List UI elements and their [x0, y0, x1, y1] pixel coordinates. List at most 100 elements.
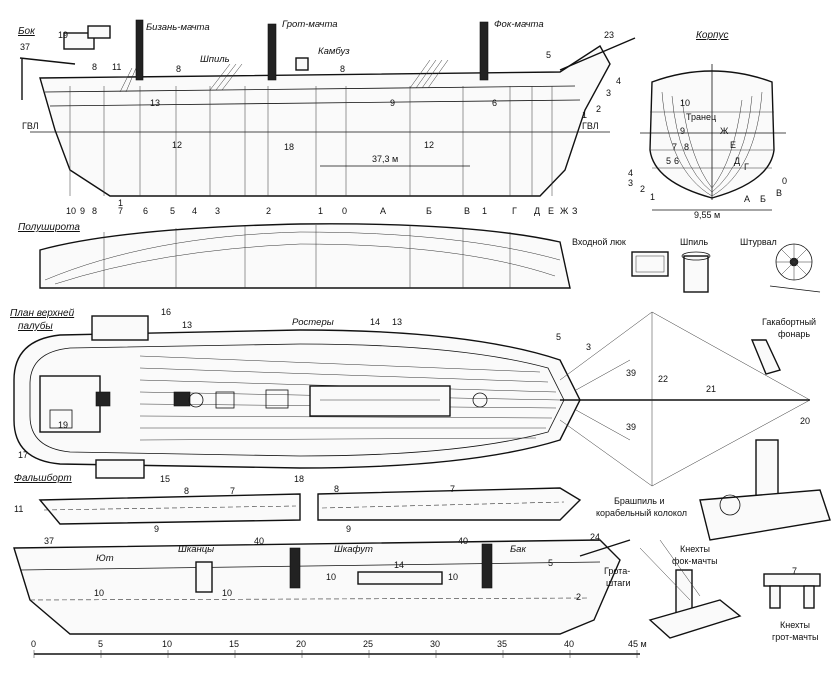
section-A: А: [744, 194, 750, 204]
fore-mast: [479, 21, 489, 81]
scale-tick-30: 30: [430, 639, 440, 649]
section-1: 1: [650, 192, 655, 202]
waterline-label-left: ГВЛ: [22, 121, 39, 131]
forecastle-label: Бак: [510, 544, 526, 555]
capstan-top: [681, 251, 711, 261]
bulwark-callout-9a: 9: [154, 524, 159, 534]
svg-text:7: 7: [118, 206, 123, 216]
capstan-detail-label: Шпиль: [680, 237, 708, 247]
detail-items: Входной люк Шпиль Штурвал Гакабортный фо…: [572, 237, 821, 375]
side-hull: [39, 45, 611, 197]
section-curves: [650, 91, 774, 197]
deck-callout-39a: 39: [626, 368, 636, 378]
bulwark-callout-8b: 8: [334, 484, 339, 494]
main-mast: [267, 23, 277, 81]
section-0: 0: [782, 176, 787, 186]
svg-text:1: 1: [482, 206, 487, 216]
section-10: 10: [680, 98, 690, 108]
profile-deck: [19, 561, 601, 571]
profile-callout-24: 24: [590, 532, 600, 542]
hatch-2: [215, 391, 235, 409]
callout-8c: 8: [340, 64, 345, 74]
svg-text:4: 4: [192, 206, 197, 216]
half-breadth-view: Полуширота: [18, 222, 571, 289]
deck-callout-39b: 39: [626, 422, 636, 432]
svg-text:5: 5: [170, 206, 175, 216]
windlass-base: [699, 489, 831, 541]
windlass-detail: Брашпиль и корабельный колокол: [596, 439, 831, 541]
deck-plan-title-2: палубы: [18, 320, 53, 332]
svg-text:8: 8: [92, 206, 97, 216]
boat-port-aft: [91, 315, 149, 341]
svg-text:9: 9: [80, 206, 85, 216]
section-3: 3: [628, 178, 633, 188]
svg-text:Б: Б: [426, 206, 432, 216]
section-V: В: [776, 188, 782, 198]
main-mast-label: Грот-мачта: [282, 19, 338, 30]
hatch-aft: [95, 391, 111, 407]
deck-callout-21: 21: [706, 384, 716, 394]
lantern-label-2: фонарь: [778, 329, 810, 339]
booms-label: Ростеры: [292, 317, 334, 328]
svg-text:А: А: [380, 206, 386, 216]
scale-tick-0: 0: [31, 639, 36, 649]
hatch-label: Входной люк: [572, 237, 626, 247]
svg-text:Д: Д: [534, 206, 540, 216]
bulwark-callout-7a: 7: [230, 486, 235, 496]
fore-bitts-label-2: фок-мачты: [672, 556, 718, 566]
svg-text:Г: Г: [512, 206, 517, 216]
main-bitts-label-1: Кнехты: [780, 620, 810, 630]
callout-2: 2: [596, 104, 601, 114]
scale-tick-20: 20: [296, 639, 306, 649]
svg-text:3: 3: [215, 206, 220, 216]
bitts-details: Грота- штаги Кнехты фок-мачты 7 Кнехты г…: [604, 539, 821, 642]
deck-callout-16: 16: [161, 307, 171, 317]
callout-9: 9: [390, 98, 395, 108]
section-B: Б: [760, 194, 766, 204]
lantern-drawing: [750, 339, 781, 375]
waist-label: Шкафут: [334, 544, 373, 555]
bulwark-callout-9b: 9: [346, 524, 351, 534]
main-bitts-crossbar: [763, 573, 821, 587]
profile-callout-40b: 40: [458, 536, 468, 546]
scale-tick-5: 5: [98, 639, 103, 649]
section-E: Е: [730, 140, 736, 150]
deck-outline: [13, 329, 581, 469]
callout-3: 3: [606, 88, 611, 98]
callout-18: 18: [284, 142, 294, 152]
profile-callout-10c: 10: [326, 572, 336, 582]
section-4: 4: [628, 168, 633, 178]
length-label: 37,3 м: [372, 154, 398, 164]
profile-capstan: [195, 561, 213, 593]
callout-11: 11: [112, 62, 121, 72]
profile-callout-5: 5: [548, 558, 553, 568]
deck-callout-5: 5: [556, 332, 561, 342]
bulwark-title: Фальшборт: [14, 472, 72, 484]
sheer-line: [44, 85, 576, 93]
svg-text:Ж: Ж: [560, 206, 569, 216]
callout-23: 23: [604, 30, 614, 40]
scale-tick-10: 10: [162, 639, 172, 649]
side-view-title: Бок: [18, 26, 36, 37]
half-breadth-line-2: [54, 243, 556, 285]
section-8: 8: [684, 142, 689, 152]
hatch-3: [265, 389, 289, 409]
profile-callout-40a: 40: [254, 536, 264, 546]
profile-callout-14: 14: [394, 560, 404, 570]
deck-boat: [309, 385, 451, 417]
section-6: 6: [674, 156, 679, 166]
callout-8b: 8: [176, 64, 181, 74]
deck-callout-13a: 13: [182, 320, 192, 330]
bulwark-callout-7b: 7: [450, 484, 455, 494]
wheel-spokes: [776, 244, 812, 280]
body-plan-title: Корпус: [696, 30, 729, 41]
hatch-1: [173, 391, 191, 407]
scale-bar: 0 5 10 15 20 25 30 35 40 45 м: [31, 639, 647, 658]
deck-callout-17: 17: [18, 450, 28, 460]
scale-tick-15: 15: [229, 639, 239, 649]
section-2: 2: [640, 184, 645, 194]
deck-callout-18: 18: [294, 474, 304, 484]
deck-callout-15: 15: [160, 474, 170, 484]
profile-lower-deck: [29, 597, 591, 601]
